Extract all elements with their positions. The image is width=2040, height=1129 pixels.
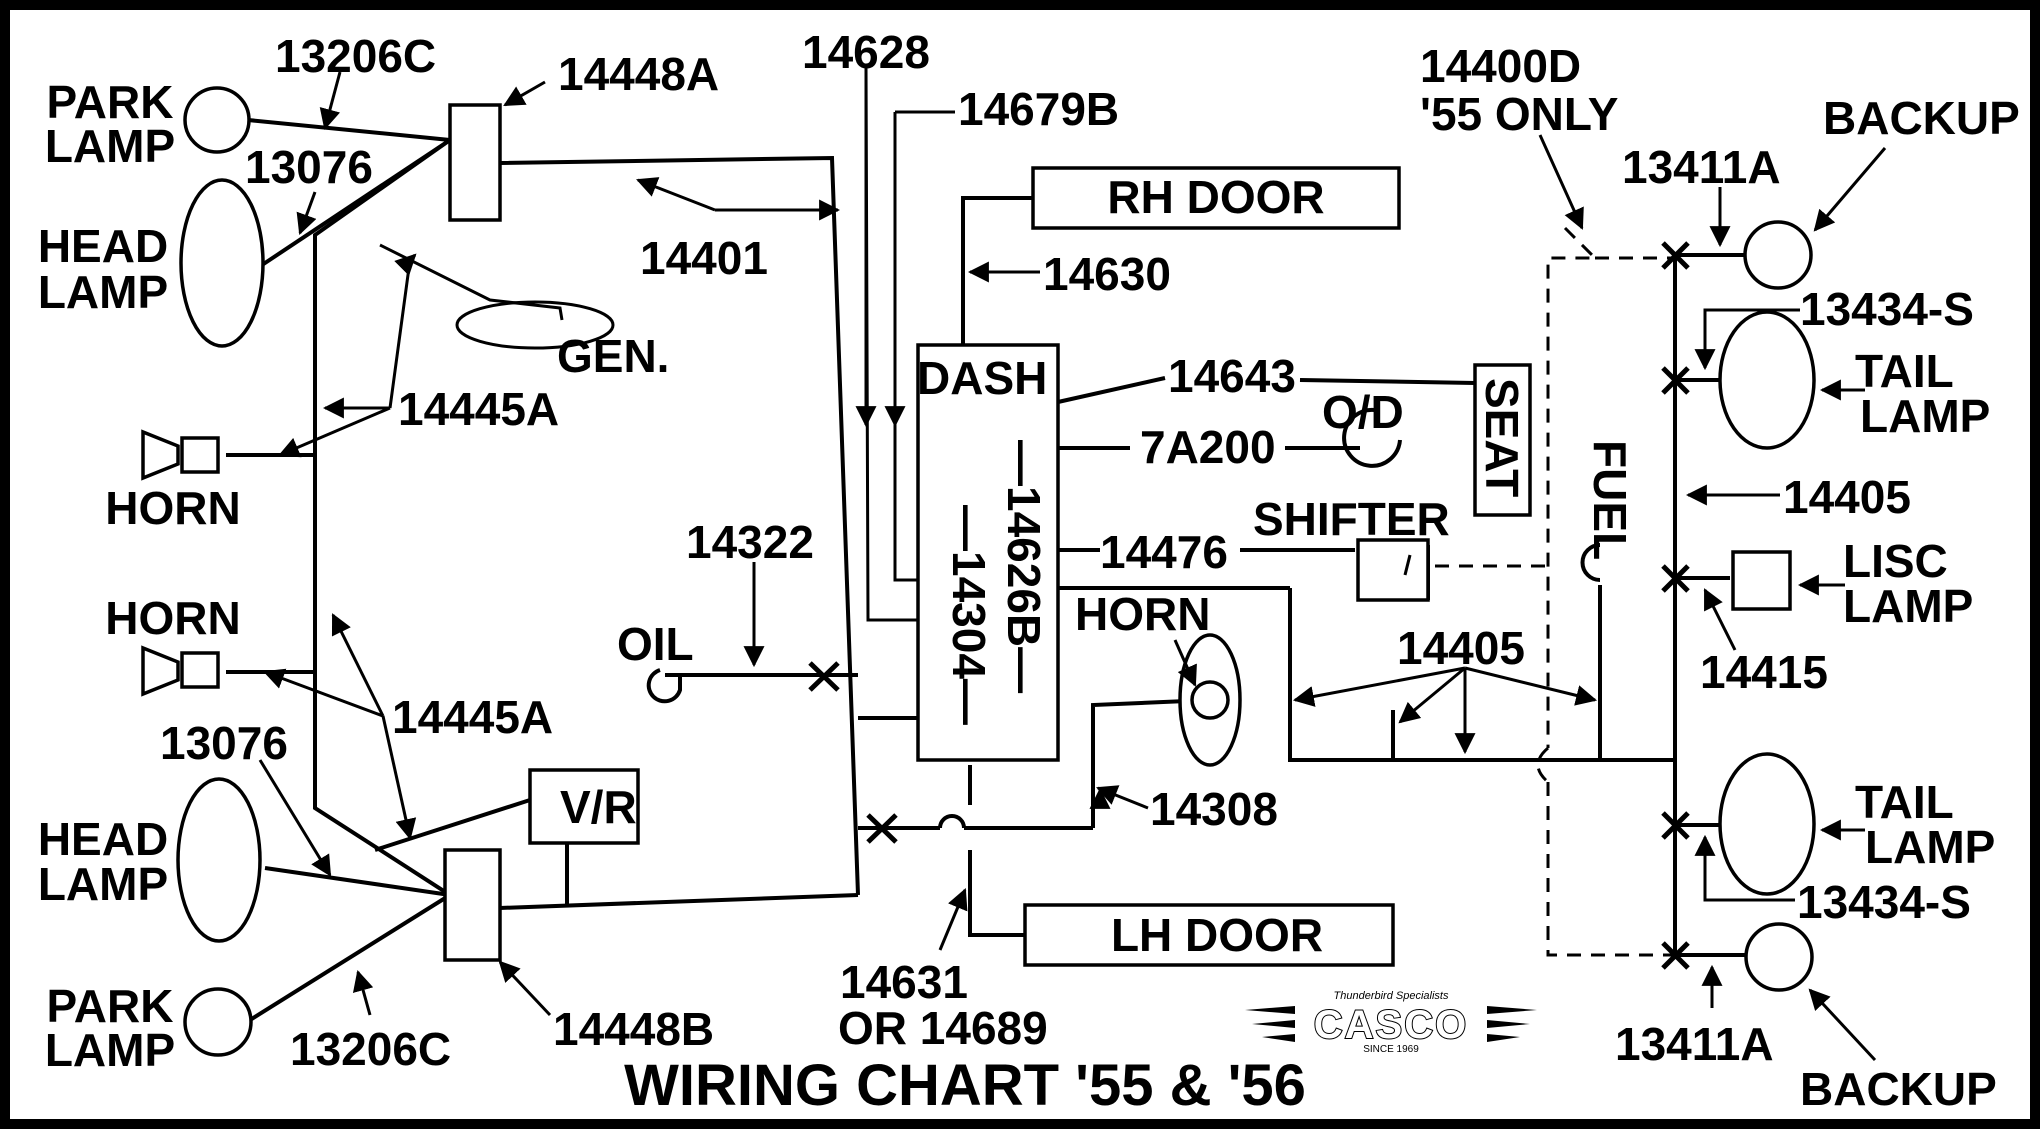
connector-14448b — [443, 848, 502, 962]
rh-door-label: RH DOOR — [1107, 171, 1324, 223]
part-number-labels: 13206C 14448A 13076 14401 14445A 14445A … — [160, 26, 1974, 1075]
x-connectors — [808, 241, 1690, 970]
part-14631: 14631 — [840, 956, 968, 1008]
oil-label: OIL — [617, 618, 694, 670]
logo-right-wing — [1487, 1006, 1537, 1042]
park-lamp-top-symbol — [183, 86, 251, 154]
dash-box — [916, 343, 1060, 762]
backup-bottom-label: BACKUP — [1800, 1063, 1997, 1115]
part-55-only: '55 ONLY — [1420, 88, 1618, 140]
part-13411a-top: 13411A — [1622, 141, 1781, 193]
part-13076-top: 13076 — [245, 141, 373, 193]
fuel-label: FUEL — [1584, 440, 1636, 560]
chart-title: WIRING CHART '55 & '56 — [624, 1053, 1306, 1118]
part-14689: OR 14689 — [838, 1002, 1048, 1054]
generator-symbol — [455, 300, 615, 350]
head-lamp-bottom-symbol — [176, 777, 262, 943]
component-shapes — [141, 86, 1816, 1057]
casco-logo: Thunderbird Specialists CASCO SINCE 1969 — [1245, 990, 1537, 1055]
fuel-sender-symbol — [1580, 543, 1601, 582]
part-14628: 14628 — [802, 26, 930, 78]
gen-label: GEN. — [557, 330, 669, 382]
part-13434s-top: 13434-S — [1800, 283, 1974, 335]
lisc-lamp-symbol — [1731, 550, 1792, 611]
part-14400d: 14400D — [1420, 40, 1581, 92]
part-14405-center: 14405 — [1397, 622, 1525, 674]
seat-box — [1473, 363, 1532, 517]
od-label: O/D — [1322, 386, 1404, 438]
part-14643: 14643 — [1168, 350, 1296, 402]
oil-sender-symbol — [646, 668, 682, 704]
part-13434s-bottom: 13434-S — [1797, 876, 1971, 928]
part-14308: 14308 — [1150, 783, 1278, 835]
part-14476: 14476 — [1100, 526, 1228, 578]
part-7a200: 7A200 — [1140, 421, 1276, 473]
leader-arrows — [258, 65, 1887, 1062]
part-14322: 14322 — [686, 516, 814, 568]
logo-brand: CASCO — [1314, 1003, 1468, 1047]
lh-door-label: LH DOOR — [1111, 909, 1323, 961]
seat-label: SEAT — [1476, 378, 1528, 497]
part-14405-right: 14405 — [1783, 471, 1911, 523]
part-14448a: 14448A — [558, 48, 719, 100]
part-13206c-bottom: 13206C — [290, 1023, 451, 1075]
shifter-label: SHIFTER — [1253, 493, 1450, 545]
horn-top-label: HORN — [105, 482, 240, 534]
part-14630: 14630 — [1043, 248, 1171, 300]
horn-bottom-label: HORN — [105, 592, 240, 644]
part-14445a-bottom: 14445A — [392, 691, 553, 743]
part-13076-bottom: 13076 — [160, 717, 288, 769]
park-lamp-bottom-symbol — [183, 987, 253, 1057]
head-lamp-top-symbol — [179, 178, 265, 348]
logo-since: SINCE 1969 — [1363, 1044, 1419, 1055]
part-13206c-top: 13206C — [275, 30, 436, 82]
dash-label: DASH — [917, 352, 1047, 404]
dashed-wire-14400d — [1435, 226, 1675, 957]
part-14401: 14401 — [640, 232, 768, 284]
part-14415: 14415 — [1700, 646, 1828, 698]
horn-top-symbol — [141, 429, 180, 481]
backup-lamp-bottom-symbol — [1744, 922, 1814, 992]
tail-lamp-bottom-symbol — [1718, 752, 1816, 896]
part-14445a-top: 14445A — [398, 383, 559, 435]
horn-center-label: HORN — [1075, 588, 1210, 640]
connector-14448a — [448, 103, 502, 222]
logo-left-wing — [1245, 1006, 1295, 1042]
part-14448b: 14448B — [553, 1003, 714, 1055]
part-14304: —14304— — [943, 505, 995, 725]
od-symbol — [1342, 407, 1402, 468]
shifter-box — [1356, 538, 1430, 602]
logo-tagline: Thunderbird Specialists — [1334, 990, 1449, 1002]
backup-top-label: BACKUP — [1823, 92, 2020, 144]
rh-door-box — [1031, 166, 1401, 230]
vr-label: V/R — [560, 781, 637, 833]
part-14679b: 14679B — [958, 83, 1119, 135]
part-13411a-bottom: 13411A — [1615, 1018, 1774, 1070]
part-14626b: —14626B— — [998, 440, 1050, 693]
voltage-regulator-symbol — [528, 768, 640, 845]
tail-lamp-top-symbol — [1718, 310, 1816, 450]
backup-lamp-top-symbol — [1743, 220, 1813, 290]
horn-bottom-symbol — [141, 645, 180, 697]
lh-door-box — [1023, 903, 1395, 967]
